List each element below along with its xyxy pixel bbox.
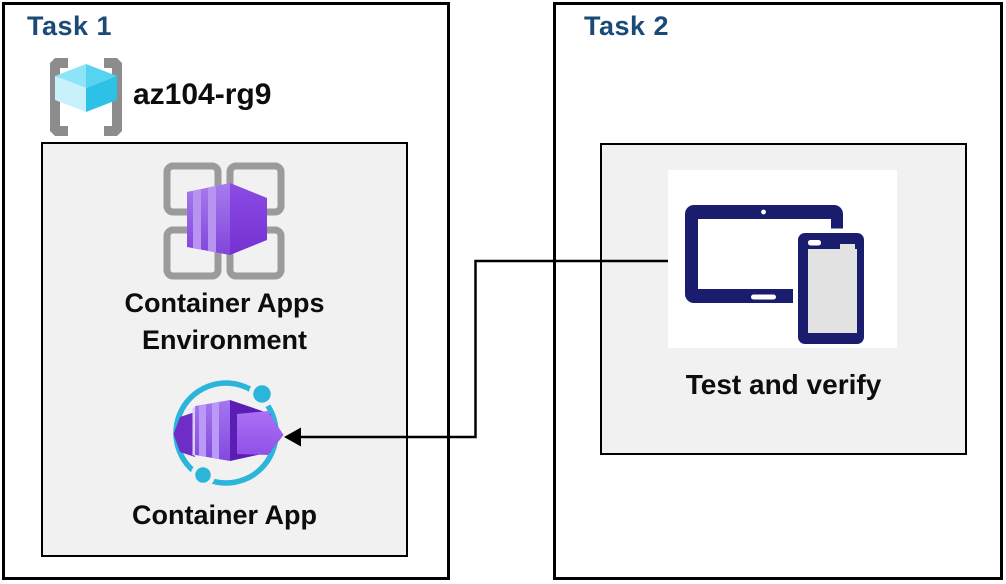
environment-label-line2: Environment [141,325,308,355]
resource-group-label: az104-rg9 [133,78,272,111]
container-apps-environment-label: Container Apps Environment [41,285,408,359]
container-app-icon [173,380,284,488]
environment-label-line1: Container Apps [124,288,325,318]
test-and-verify-label: Test and verify [685,369,882,400]
task2-title: Task 2 [584,11,670,41]
resource-group-icon [50,58,122,136]
devices-media-box [668,170,897,348]
container-apps-environment-icon [163,162,285,280]
container-app-label: Container App [132,500,317,530]
task1-title: Task 1 [27,11,113,41]
tablet-and-phone-icon [668,170,897,348]
